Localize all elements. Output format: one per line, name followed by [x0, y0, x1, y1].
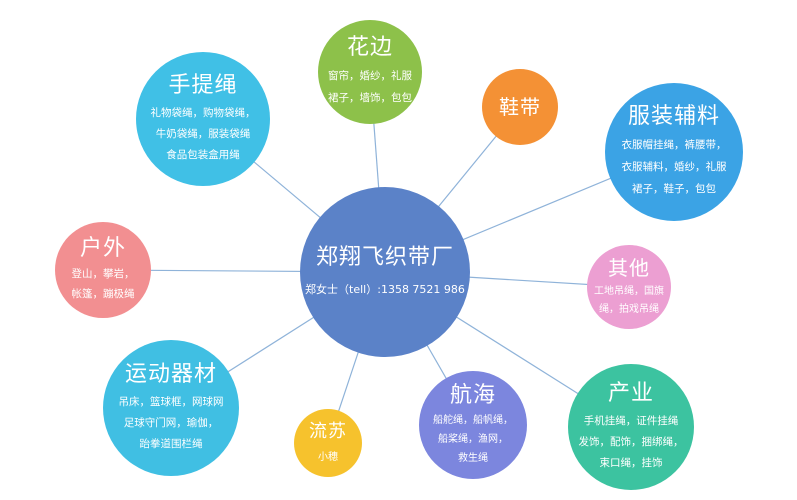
bubble-yundong: 运动器材 吊床，篮球框，网球网 足球守门网，瑜伽， 跆拳道围栏绳 [103, 340, 239, 476]
desc-line: 窗帘，婚纱，礼服 [328, 70, 412, 82]
bubble-desc: 工地吊绳，国旗 绳，拍戏吊绳 [594, 283, 664, 319]
bubble-title: 流苏 [309, 420, 347, 442]
desc-line: 裙子，鞋子，包包 [632, 183, 716, 195]
desc-line: 衣服辅料，婚纱，礼服 [621, 161, 727, 173]
bubble-desc: 窗帘，婚纱，礼服 裙子，墙饰，包包 [328, 65, 412, 109]
desc-line: 手机挂绳，证件挂绳 [583, 414, 679, 427]
center-bubble: 郑翔飞织带厂 郑女士（tell）:1358 7521 986 [300, 187, 470, 357]
bubble-desc: 船舵绳，船帆绳， 船桨绳，渔网， 救生绳 [433, 411, 513, 468]
bubble-title: 鞋带 [499, 95, 541, 119]
desc-line: 发饰，配饰，捆绑绳， [578, 435, 684, 448]
bubble-desc: 礼物袋绳，购物袋绳， 牛奶袋绳，服装袋绳 食品包装盒用绳 [151, 103, 256, 166]
bubble-title: 运动器材 [124, 361, 217, 387]
bubble-shoutisheng: 手提绳 礼物袋绳，购物袋绳， 牛奶袋绳，服装袋绳 食品包装盒用绳 [136, 52, 270, 186]
bubble-desc: 吊床，篮球框，网球网 足球守门网，瑜伽， 跆拳道围栏绳 [119, 392, 224, 455]
desc-line: 救生绳 [458, 452, 488, 464]
bubble-title: 手提绳 [168, 72, 238, 98]
bubble-qita: 其他 工地吊绳，国旗 绳，拍戏吊绳 [587, 245, 671, 329]
desc-line: 跆拳道围栏绳 [139, 437, 203, 450]
desc-line: 绳，拍戏吊绳 [599, 304, 659, 315]
desc-line: 帐篷，蹦极绳 [71, 288, 135, 300]
bubble-desc: 衣服帽挂绳，裤腰带， 衣服辅料，婚纱，礼服 裙子，鞋子，包包 [622, 134, 727, 200]
desc-line: 礼物袋绳，购物袋绳， [150, 106, 256, 119]
center-title: 郑翔飞织带厂 [315, 244, 454, 270]
desc-line: 牛奶袋绳，服装袋绳 [155, 127, 251, 140]
bubble-desc: 登山，攀岩， 帐篷，蹦极绳 [72, 264, 135, 304]
bubble-title: 户外 [79, 236, 126, 261]
bubble-title: 花边 [346, 35, 393, 60]
desc-line: 吊床，篮球框，网球网 [118, 395, 224, 408]
desc-line: 工地吊绳，国旗 [594, 286, 664, 297]
bubble-title: 产业 [607, 380, 654, 406]
bubble-desc: 小穗 [318, 447, 338, 468]
desc-line: 小穗 [318, 451, 338, 463]
desc-line: 船舵绳，船帆绳， [433, 414, 513, 426]
desc-line: 足球守门网，瑜伽， [123, 416, 219, 429]
desc-line: 登山，攀岩， [71, 268, 135, 280]
bubble-desc: 手机挂绳，证件挂绳 发饰，配饰，捆绑绳， 束口绳，挂饰 [579, 411, 684, 474]
bubble-huwai: 户外 登山，攀岩， 帐篷，蹦极绳 [55, 222, 151, 318]
bubble-hanghai: 航海 船舵绳，船帆绳， 船桨绳，渔网， 救生绳 [419, 371, 527, 479]
center-contact: 郑女士（tell）:1358 7521 986 [305, 282, 465, 296]
bubble-title: 服装辅料 [627, 104, 720, 129]
bubble-title: 航海 [449, 382, 496, 408]
desc-line: 裙子，墙饰，包包 [328, 92, 412, 104]
bubble-xiedai: 鞋带 [482, 69, 558, 145]
desc-line: 束口绳，挂饰 [599, 456, 663, 469]
bubble-chanye: 产业 手机挂绳，证件挂绳 发饰，配饰，捆绑绳， 束口绳，挂饰 [568, 364, 694, 490]
desc-line: 衣服帽挂绳，裤腰带， [621, 139, 727, 151]
bubble-huabian: 花边 窗帘，婚纱，礼服 裙子，墙饰，包包 [318, 20, 422, 124]
desc-line: 食品包装盒用绳 [166, 148, 240, 161]
bubble-title: 其他 [608, 256, 650, 280]
desc-line: 船桨绳，渔网， [438, 433, 508, 445]
bubble-liusu: 流苏 小穗 [294, 409, 362, 477]
bubble-fuzhuang: 服装辅料 衣服帽挂绳，裤腰带， 衣服辅料，婚纱，礼服 裙子，鞋子，包包 [605, 83, 743, 221]
